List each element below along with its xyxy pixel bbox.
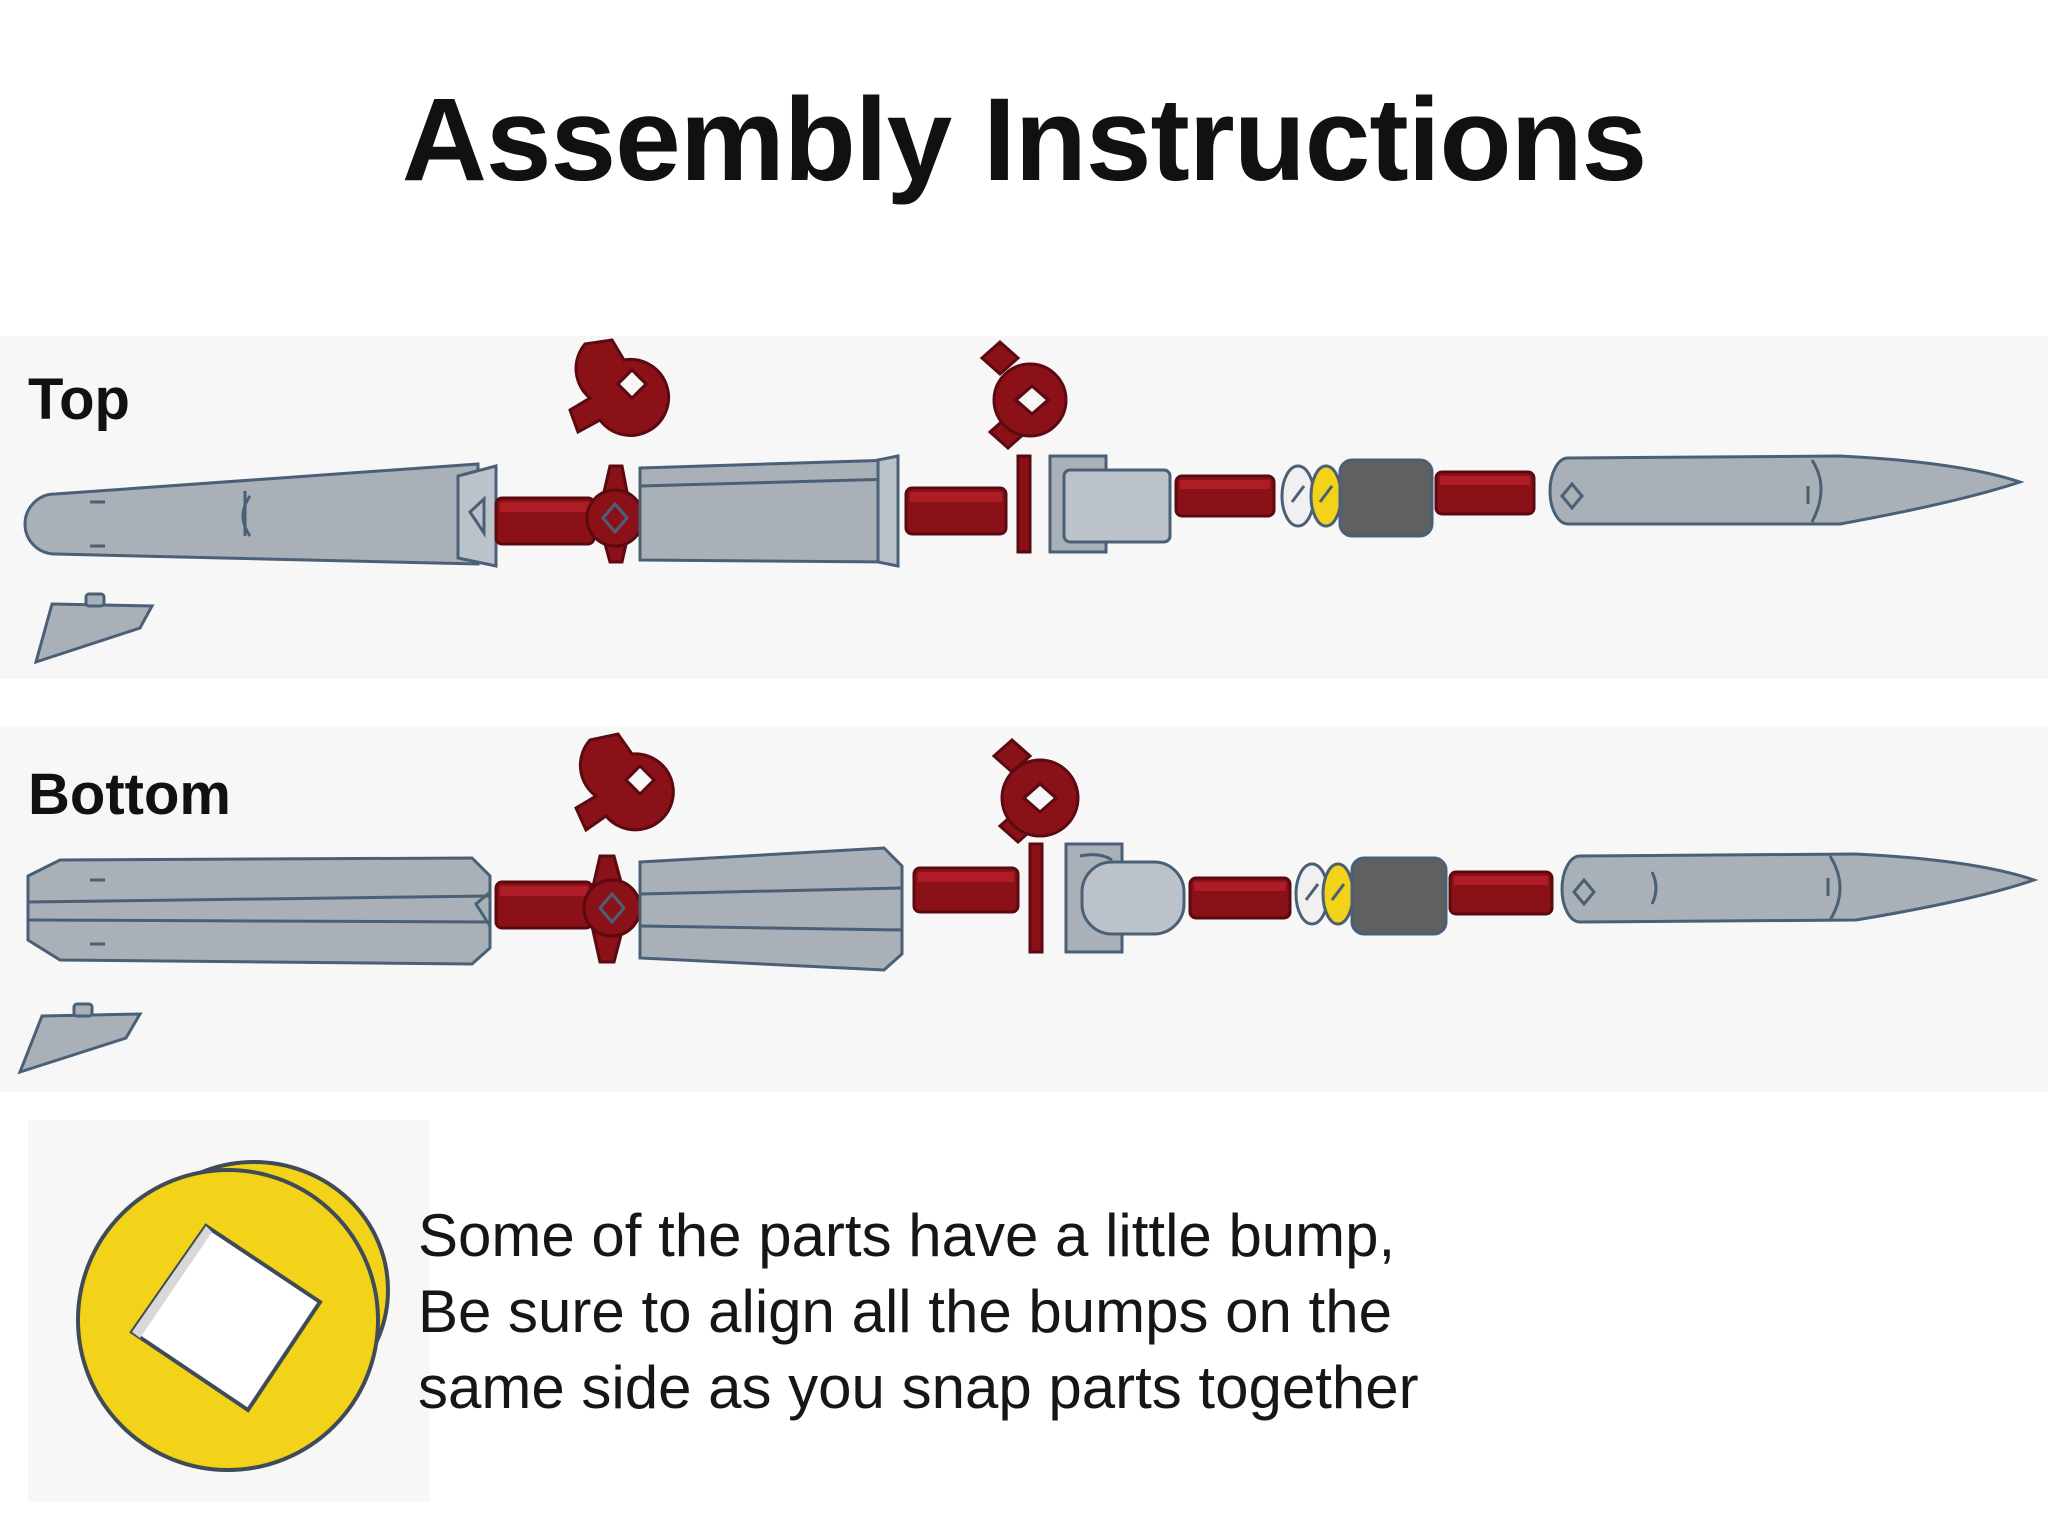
red-disc-spacer [1028, 842, 1044, 954]
mid-body-tube [638, 454, 900, 568]
top-view-panel: Top .g { fill:#a9b0b8; stroke:#4a6076; s… [0, 336, 2048, 679]
red-connector [1434, 470, 1536, 516]
yellow-ring [1321, 862, 1355, 926]
red-connector [1188, 876, 1292, 920]
red-snap-ring-floating [991, 737, 1080, 845]
nose-cone [1560, 852, 2039, 924]
dark-gray-cylinder [1338, 458, 1434, 538]
bottom-view-panel: Bottom .g { fill:#a9b0b8; stroke:#4a6076… [0, 726, 2048, 1092]
coupler-part [1048, 454, 1172, 554]
red-connector [912, 866, 1020, 914]
top-view-exploded-diagram: .g { fill:#a9b0b8; stroke:#4a6076; strok… [23, 338, 2025, 665]
yellow-ring [1309, 464, 1343, 528]
red-snap-ring-floating [568, 338, 671, 437]
bump-illustration-panel [28, 1120, 430, 1502]
assembly-note: Some of the parts have a little bump, Be… [418, 1198, 1419, 1426]
mid-body-tube [638, 846, 904, 972]
red-snap-ring-floating [979, 339, 1068, 451]
note-line: same side as you snap parts together [418, 1354, 1419, 1421]
fin-part [33, 592, 155, 665]
bottom-view-label: Bottom [28, 762, 231, 827]
bottom-view-exploded-diagram: .g { fill:#a9b0b8; stroke:#4a6076; strok… [17, 732, 2039, 1075]
red-ring-mounted [582, 854, 642, 964]
note-line: Some of the parts have a little bump, [418, 1202, 1396, 1269]
red-disc-spacer [1016, 454, 1032, 554]
red-ring-mounted [585, 464, 645, 564]
white-ring [1280, 464, 1316, 528]
dark-gray-cylinder [1350, 856, 1448, 936]
nose-cone [1548, 454, 2025, 526]
yellow-ring-bump-illustration [76, 1160, 390, 1472]
red-connector [494, 880, 594, 930]
red-connector [1174, 474, 1276, 518]
page-title: Assembly Instructions [401, 74, 1648, 206]
coupler-part [1064, 842, 1186, 954]
red-snap-ring-floating [574, 732, 675, 833]
red-connector [494, 496, 596, 546]
red-connector [1448, 870, 1554, 916]
lower-body-tube [23, 462, 498, 568]
top-view-label: Top [28, 367, 130, 432]
red-connector [904, 486, 1008, 536]
fin-part [17, 1002, 143, 1075]
lower-body-tube [26, 856, 492, 966]
note-line: Be sure to align all the bumps on the [418, 1278, 1392, 1345]
